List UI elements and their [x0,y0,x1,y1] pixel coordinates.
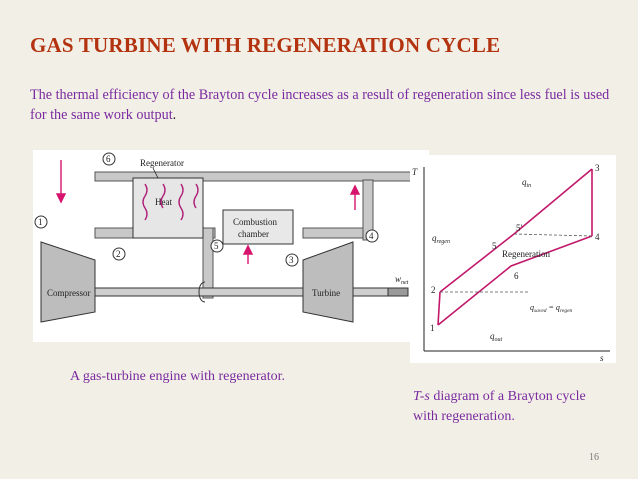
ts-state-3: 3 [595,163,600,173]
ts-state-6: 6 [514,271,519,281]
combustion-label-2: chamber [238,229,269,239]
ts-process-4-1 [437,235,593,326]
ts-q-regen-label: qregen [432,233,450,245]
combustion-label-1: Combustion [233,217,278,227]
ts-axis-T-label: T [412,167,418,177]
heat-arrows [142,183,199,221]
flow-arrow-inlet-head [55,193,67,204]
engine-state-4: 4 [369,231,374,241]
ts-state-5prime: 5' [516,223,523,233]
regenerator-label: Regenerator [140,158,184,168]
engine-state-1: 1 [38,217,43,227]
ts-axis-s-label: s [600,353,604,363]
caption-ts-diagram: T-s diagram of a Brayton cycle with rege… [413,387,613,427]
subtitle-period: . [172,107,177,123]
ts-q-in-label: qin [522,177,531,189]
flow-arrow-exhaust-head [349,184,361,195]
caption-ts-rest: diagram of a Brayton cycle with regenera… [413,389,586,424]
regenerator-box [132,177,204,239]
subtitle-text: The thermal efficiency of the Brayton cy… [30,87,610,123]
engine-state-3-circle [285,253,299,267]
slide-subtitle: The thermal efficiency of the Brayton cy… [30,85,610,125]
flow-arrows [55,160,361,264]
ts-state-2: 2 [431,285,436,295]
ts-q-saved-label: qsaved = qregen [530,303,573,314]
heat-arrow-4 [193,183,199,209]
engine-state-6: 6 [106,154,111,164]
ts-diagram-bg [410,155,616,363]
ts-process-1-2 [437,291,441,326]
ts-state-4: 4 [595,232,600,242]
engine-state-5-circle [210,239,224,253]
engine-state-5: 5 [214,241,219,251]
turbine-body [302,241,354,323]
engine-state-markers: 1 2 3 4 5 6 [34,152,379,267]
ts-dash-5 [513,233,593,237]
engine-state-4-circle [365,229,379,243]
engine-state-3: 3 [289,255,294,265]
engine-diagram: Regenerator Heat Combustion chamber Comp… [33,150,429,342]
compressor-label: Compressor [47,288,91,298]
ts-q-out-label: qout [490,331,503,343]
engine-state-6-circle [102,152,116,166]
engine-state-2: 2 [116,249,121,259]
compressor-body [40,241,96,323]
duct-to-combustor [202,227,214,299]
ts-state-5: 5 [492,241,497,251]
heat-arrow-1 [142,183,148,221]
page-number: 16 [589,452,599,463]
duct-exhaust-top [94,171,429,182]
turbine-label: Turbine [312,288,340,298]
ts-state-labels: 1 2 3 4 5 5' 6 [430,163,600,333]
ts-state-1: 1 [430,323,435,333]
combustion-chamber [222,209,294,245]
engine-state-2-circle [112,247,126,261]
slide-title: GAS TURBINE WITH REGENERATION CYCLE [30,33,501,57]
heat-label: Heat [155,197,172,207]
shaft-rotation-arrow [198,281,206,303]
ts-dashed-lines [440,233,593,293]
caption-ts-italic: T-s [413,389,430,404]
regenerator-leader [152,167,159,179]
caption-engine: A gas-turbine engine with regenerator. [70,369,285,384]
ts-diagram: T s 1 2 3 4 5 5' 6 qin qregen qout Regen… [410,155,616,363]
ts-regeneration-label: Regeneration [502,249,550,259]
flow-arrow-fuel-head [242,244,254,255]
engine-state-1-circle [34,215,48,229]
shaft-output [387,287,409,297]
heat-arrow-3 [178,183,184,221]
heat-arrow-2 [160,183,166,209]
wnet-label: wnet [395,274,409,286]
